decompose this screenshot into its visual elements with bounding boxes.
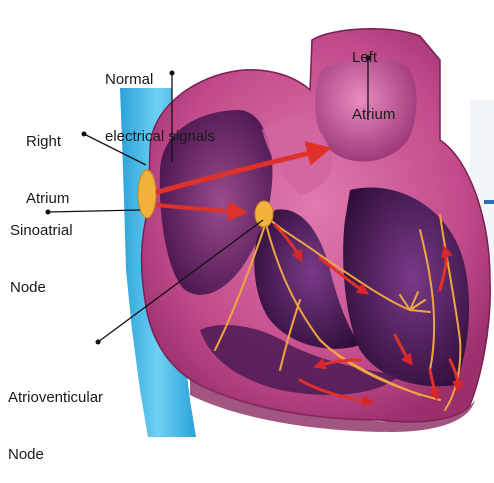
label-left-atrium-line2: Atrium (352, 105, 395, 124)
label-sinoatrial-line2: Node (10, 278, 73, 297)
label-normal-line2: electrical signals (105, 127, 215, 146)
label-left-atrium: Left Atrium (352, 10, 395, 143)
label-av-node: Atrioventicular Node (8, 350, 103, 483)
label-av-line1: Atrioventicular (8, 388, 103, 407)
label-left-atrium-line1: Left (352, 48, 395, 67)
label-right-atrium-line1: Right (26, 132, 69, 151)
av-node (255, 201, 273, 227)
background-mark (484, 200, 494, 204)
heart-diagram: Left Atrium Normal electrical signals Ri… (0, 0, 494, 437)
label-normal-electrical-signals: Normal electrical signals (105, 32, 215, 165)
label-normal-line1: Normal (105, 70, 215, 89)
label-sinoatrial-node: Sinoatrial Node (10, 183, 73, 316)
sinoatrial-node (138, 170, 156, 218)
label-sinoatrial-line1: Sinoatrial (10, 221, 73, 240)
label-av-line2: Node (8, 445, 103, 464)
